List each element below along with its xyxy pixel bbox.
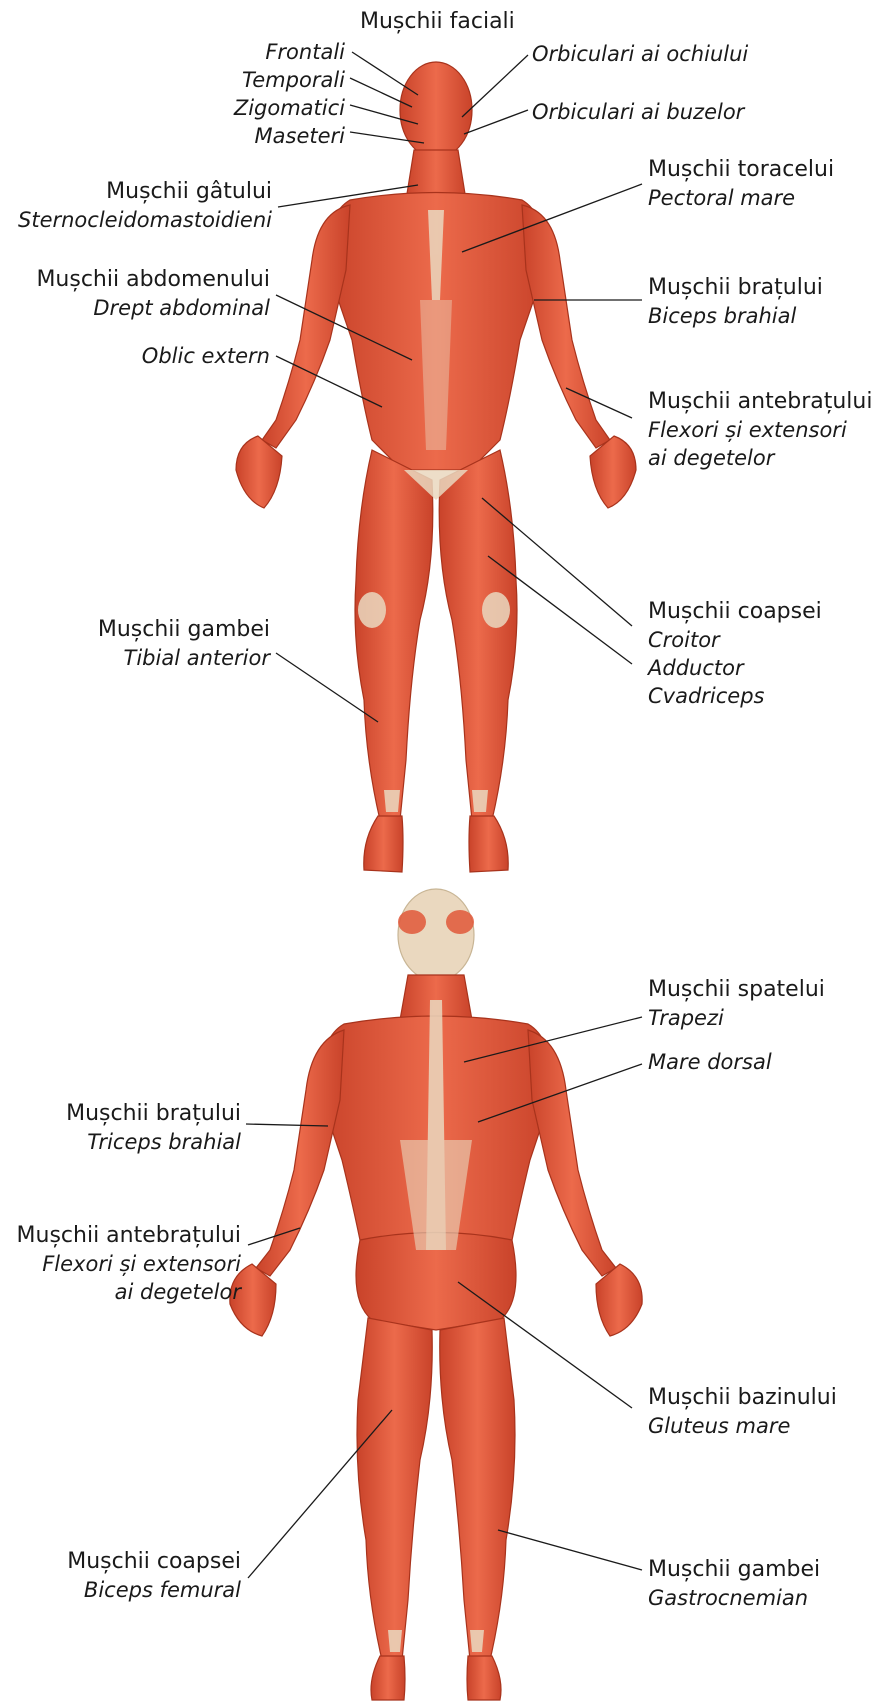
label-maseteri: Maseteri	[234, 122, 345, 150]
label-pelvis: Mușchii bazinului Gluteus mare	[648, 1384, 837, 1440]
label-trapezi: Trapezi	[648, 1004, 825, 1032]
back-forearm-group: Mușchii antebrațului	[17, 1222, 241, 1250]
back-group: Mușchii spatelui	[648, 976, 825, 1004]
label-front-calf: Mușchii gambei Tibial anterior	[98, 616, 270, 672]
front-calf-muscle: Tibial anterior	[98, 644, 270, 672]
back-calf-muscle: Gastrocnemian	[648, 1584, 820, 1612]
label-oblic-extern: Oblic extern	[142, 342, 270, 370]
label-croitor: Croitor	[648, 626, 822, 654]
neck-group: Mușchii gâtului	[18, 178, 272, 206]
back-forearm-line2: ai degetelor	[17, 1278, 241, 1306]
pelvis-group: Mușchii bazinului	[648, 1384, 837, 1412]
back-calf-group: Mușchii gambei	[648, 1556, 820, 1584]
back-thigh-group: Mușchii coapsei	[67, 1548, 241, 1576]
label-back-calf: Mușchii gambei Gastrocnemian	[648, 1556, 820, 1612]
front-forearm-group: Mușchii antebrațului	[648, 388, 872, 416]
label-front-forearm: Mușchii antebrațului Flexori și extensor…	[648, 388, 872, 472]
front-thigh-group: Mușchii coapsei	[648, 598, 822, 626]
label-orbiculari-ochiului: Orbiculari ai ochiului	[532, 40, 748, 68]
label-cvadriceps: Cvadriceps	[648, 682, 822, 710]
label-temporali: Temporali	[234, 66, 345, 94]
neck-muscle: Sternocleidomastoidieni	[18, 206, 272, 234]
label-mare-dorsal: Mare dorsal	[648, 1048, 772, 1076]
label-abdomen: Mușchii abdomenului Drept abdominal	[36, 266, 270, 322]
back-thigh-muscle: Biceps femural	[67, 1576, 241, 1604]
abdomen-group: Mușchii abdomenului	[36, 266, 270, 294]
label-adductor: Adductor	[648, 654, 822, 682]
label-frontali: Frontali	[234, 38, 345, 66]
front-forearm-line2: ai degetelor	[648, 444, 872, 472]
label-neck: Mușchii gâtului Sternocleidomastoidieni	[18, 178, 272, 234]
label-back-thigh: Mușchii coapsei Biceps femural	[67, 1548, 241, 1604]
back-arm-muscle: Triceps brahial	[66, 1128, 241, 1156]
label-zigomatici: Zigomatici	[234, 94, 345, 122]
label-orbiculari-buzelor: Orbiculari ai buzelor	[532, 98, 744, 126]
front-calf-group: Mușchii gambei	[98, 616, 270, 644]
label-facial-left: Frontali Temporali Zigomatici Maseteri	[234, 38, 345, 150]
label-back-muscles: Mușchii spatelui Trapezi	[648, 976, 825, 1032]
thorax-muscle: Pectoral mare	[648, 184, 834, 212]
pelvis-muscle: Gluteus mare	[648, 1412, 837, 1440]
label-thorax: Mușchii toracelui Pectoral mare	[648, 156, 834, 212]
thorax-group: Mușchii toracelui	[648, 156, 834, 184]
label-front-arm: Mușchii brațului Biceps brahial	[648, 274, 823, 330]
front-arm-muscle: Biceps brahial	[648, 302, 823, 330]
back-arm-group: Mușchii brațului	[66, 1100, 241, 1128]
label-back-arm: Mușchii brațului Triceps brahial	[66, 1100, 241, 1156]
front-arm-group: Mușchii brațului	[648, 274, 823, 302]
label-front-thigh: Mușchii coapsei Croitor Adductor Cvadric…	[648, 598, 822, 710]
label-back-forearm: Mușchii antebrațului Flexori și extensor…	[17, 1222, 241, 1306]
back-forearm-line1: Flexori și extensori	[17, 1250, 241, 1278]
label-facial-muscles: Mușchii faciali	[360, 8, 515, 36]
abdomen-muscle: Drept abdominal	[36, 294, 270, 322]
front-body	[236, 62, 636, 872]
front-forearm-line1: Flexori și extensori	[648, 416, 872, 444]
